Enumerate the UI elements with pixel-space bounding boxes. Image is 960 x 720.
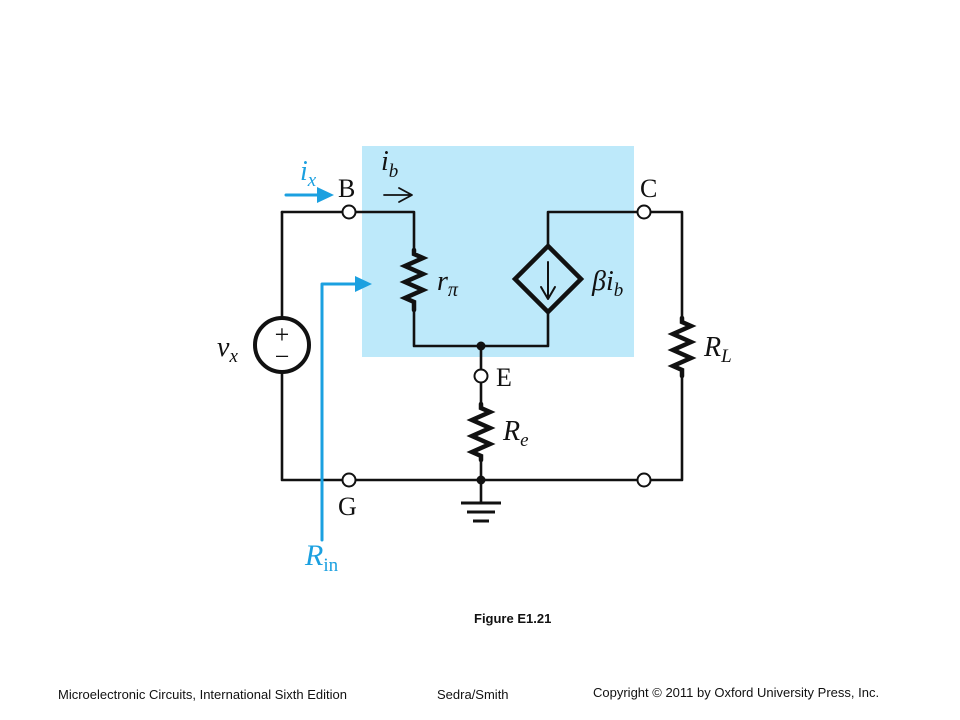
label-rpi-sub: π xyxy=(448,279,459,301)
resistor-re xyxy=(466,401,496,463)
rin-arrow-line xyxy=(320,282,366,542)
ib-arrow-icon xyxy=(383,187,413,203)
label-re: Re xyxy=(502,416,529,451)
ground-icon xyxy=(461,501,501,523)
label-ix-sub: x xyxy=(307,170,317,191)
rin-arrowhead xyxy=(355,276,372,292)
label-rl: RL xyxy=(703,332,732,367)
vx-plus-sign: + xyxy=(275,320,290,349)
label-node-b: B xyxy=(338,174,355,203)
label-re-sub: e xyxy=(520,430,528,451)
label-vx-sub: x xyxy=(228,346,238,367)
label-rpi: rπ xyxy=(437,266,459,301)
label-ib-sub: b xyxy=(389,161,399,182)
wire-b-right xyxy=(354,210,416,252)
label-node-e: E xyxy=(496,363,512,392)
label-ix: ix xyxy=(300,156,317,191)
wire-source-top xyxy=(546,210,640,248)
label-rl-sub: L xyxy=(720,346,732,367)
junction-dot-emitter xyxy=(476,341,486,351)
wire-c-right xyxy=(649,210,684,320)
wire-vx-bottom xyxy=(280,370,344,482)
node-bottom-right-terminal xyxy=(636,472,652,488)
footer-copyright: Copyright © 2011 by Oxford University Pr… xyxy=(593,685,880,700)
label-rin-sub: in xyxy=(323,555,338,576)
junction-dot-ground xyxy=(476,475,486,485)
label-node-g: G xyxy=(338,492,357,521)
label-beta-source: βib xyxy=(591,266,623,301)
label-vx: vx xyxy=(217,332,238,367)
label-rin: Rin xyxy=(304,539,339,576)
node-e-terminal xyxy=(473,368,489,384)
vx-minus-sign: − xyxy=(275,342,290,371)
node-g-terminal xyxy=(341,472,357,488)
node-b-terminal xyxy=(341,204,357,220)
figure-caption: Figure E1.21 xyxy=(474,611,552,626)
ix-arrowhead xyxy=(317,187,334,203)
current-source-arrow-icon xyxy=(540,261,556,300)
label-node-c: C xyxy=(640,174,657,203)
footer-authors: Sedra/Smith xyxy=(437,687,509,702)
footer-book-title: Microelectronic Circuits, International … xyxy=(58,687,348,702)
wire-rl-bottom xyxy=(649,374,684,482)
node-c-terminal xyxy=(636,204,652,220)
resistor-rl xyxy=(667,315,697,379)
transistor-model-region xyxy=(362,146,634,357)
label-beta-source-sub: b xyxy=(614,280,624,301)
voltage-source-vx xyxy=(253,316,311,374)
resistor-rpi xyxy=(399,247,429,313)
label-ib: ib xyxy=(381,146,398,182)
